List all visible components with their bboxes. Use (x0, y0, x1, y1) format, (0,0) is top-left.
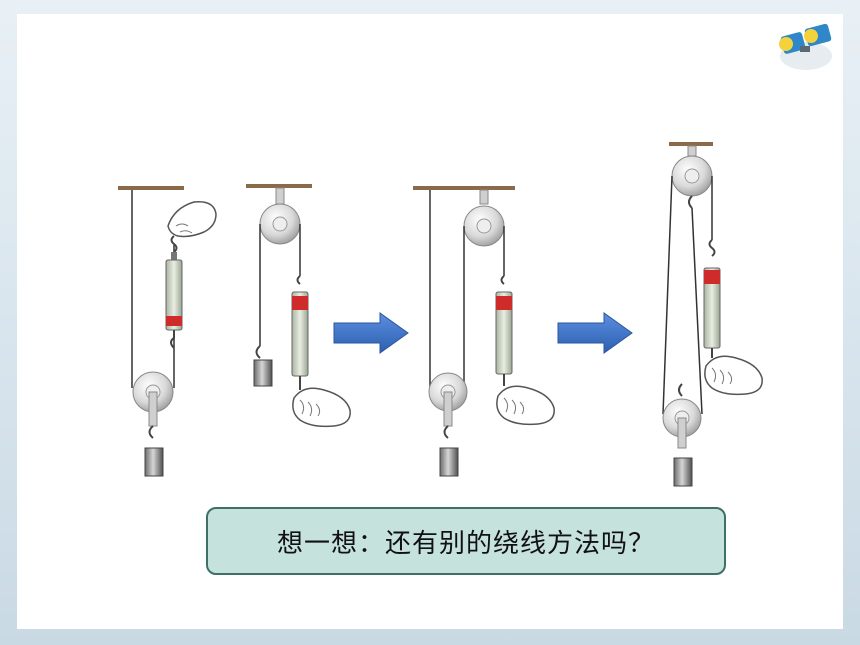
ceiling-bar (118, 186, 184, 190)
hand-icon (496, 385, 555, 426)
figure-pulley-block-1 (413, 186, 555, 477)
rope (691, 207, 703, 415)
question-callout: 想一想：还有别的绕线方法吗？ (206, 507, 726, 575)
figure-pulley-block-2 (662, 142, 763, 487)
hand-icon (704, 355, 763, 396)
weight-block (439, 447, 459, 477)
weight-block (144, 447, 164, 477)
weight-block (673, 457, 693, 487)
binoculars-icon (779, 23, 832, 70)
ceiling-bar (246, 184, 312, 188)
arrow-right-icon (333, 312, 409, 354)
ceiling-bar (413, 186, 515, 190)
rope (662, 175, 673, 415)
weight-block (253, 359, 273, 387)
arrow-right-icon (557, 312, 633, 354)
hand-icon (292, 387, 351, 428)
callout-text: 想一想：还有别的绕线方法吗？ (276, 528, 655, 559)
figure-fixed-pulley (246, 184, 351, 428)
hand-icon (167, 201, 217, 238)
figure-movable-pulley (118, 186, 217, 477)
ceiling-bar (669, 142, 713, 146)
